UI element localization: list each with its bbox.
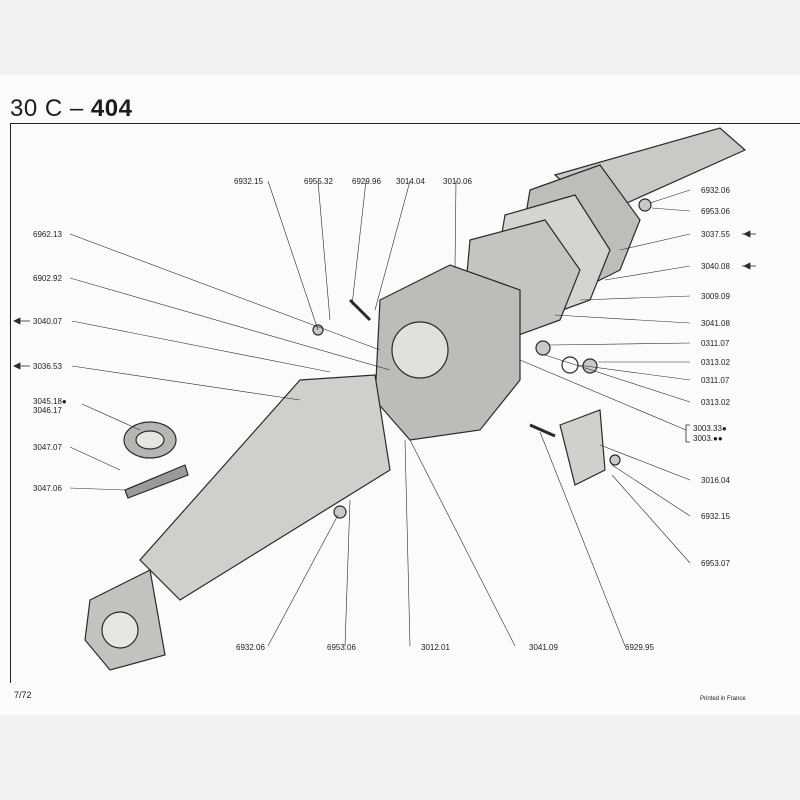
- part-label-6955-32: 6955.32: [304, 177, 333, 186]
- part-label-6932-06-bottom: 6932.06: [236, 643, 265, 652]
- front-cover: [559, 409, 606, 486]
- part-label-3045-18: 3045.18●: [33, 397, 67, 406]
- part-label-6932-15-right: 6932.15: [701, 512, 730, 521]
- part-label-3012-01: 3012.01: [421, 643, 450, 652]
- page-title: 30 C – 404: [10, 95, 132, 123]
- frame-left-rule: [10, 123, 11, 683]
- part-label-0311-07-b: 0311.07: [701, 376, 730, 385]
- part-label-6953-06-top: 6953.06: [701, 207, 730, 216]
- part-label-0313-02-b: 0313.02: [701, 398, 730, 407]
- part-label-6953-06-bottom: 6953.06: [327, 643, 356, 652]
- filler-plug: [582, 358, 598, 374]
- part-label-0313-02-a: 0313.02: [701, 358, 730, 367]
- frame-top-rule: [10, 123, 800, 124]
- nut-cover: [609, 454, 621, 466]
- part-label-6929-96: 6929.96: [352, 177, 381, 186]
- housing-bore: [391, 321, 449, 379]
- stud-lower: [529, 423, 556, 438]
- part-label-0311-07-a: 0311.07: [701, 339, 730, 348]
- part-label-3009-09: 3009.09: [701, 292, 730, 301]
- part-label-6932-15-top: 6932.15: [234, 177, 263, 186]
- end-flange-bore: [101, 611, 139, 649]
- part-label-3047-06: 3047.06: [33, 484, 62, 493]
- part-label-3046-17: 3046.17: [33, 406, 62, 415]
- part-label-3016-04: 3016.04: [701, 476, 730, 485]
- part-label-3040-07: 3040.07: [33, 317, 62, 326]
- part-label-3041-09: 3041.09: [529, 643, 558, 652]
- part-label-3036-53: 3036.53: [33, 362, 62, 371]
- bearing-inner: [135, 430, 165, 450]
- drain-plug: [535, 340, 551, 356]
- part-label-3037-55: 3037.55: [701, 230, 730, 239]
- part-label-6929-95: 6929.95: [625, 643, 654, 652]
- part-label-6962-13: 6962.13: [33, 230, 62, 239]
- part-label-3003: 3003.●●: [693, 434, 723, 443]
- part-label-3047-07: 3047.07: [33, 443, 62, 452]
- printed-note: Printed in France: [700, 696, 746, 702]
- title-model: 404: [90, 95, 133, 122]
- part-label-6953-07: 6953.07: [701, 559, 730, 568]
- nut-top-right: [638, 198, 652, 212]
- nut-lower: [333, 505, 347, 519]
- page-number: 7/72: [14, 690, 32, 700]
- stud-upper: [348, 298, 372, 322]
- torque-tube: [139, 374, 391, 601]
- part-label-3041-08: 3041.08: [701, 319, 730, 328]
- part-label-6932-06-top: 6932.06: [701, 186, 730, 195]
- part-label-3003-33: 3003.33●: [693, 424, 727, 433]
- part-label-3014-04: 3014.04: [396, 177, 425, 186]
- part-label-3010-06: 3010.06: [443, 177, 472, 186]
- part-label-3040-08: 3040.08: [701, 262, 730, 271]
- breather-tube: [124, 464, 189, 499]
- title-prefix: 30 C –: [10, 95, 84, 122]
- part-label-6902-92: 6902.92: [33, 274, 62, 283]
